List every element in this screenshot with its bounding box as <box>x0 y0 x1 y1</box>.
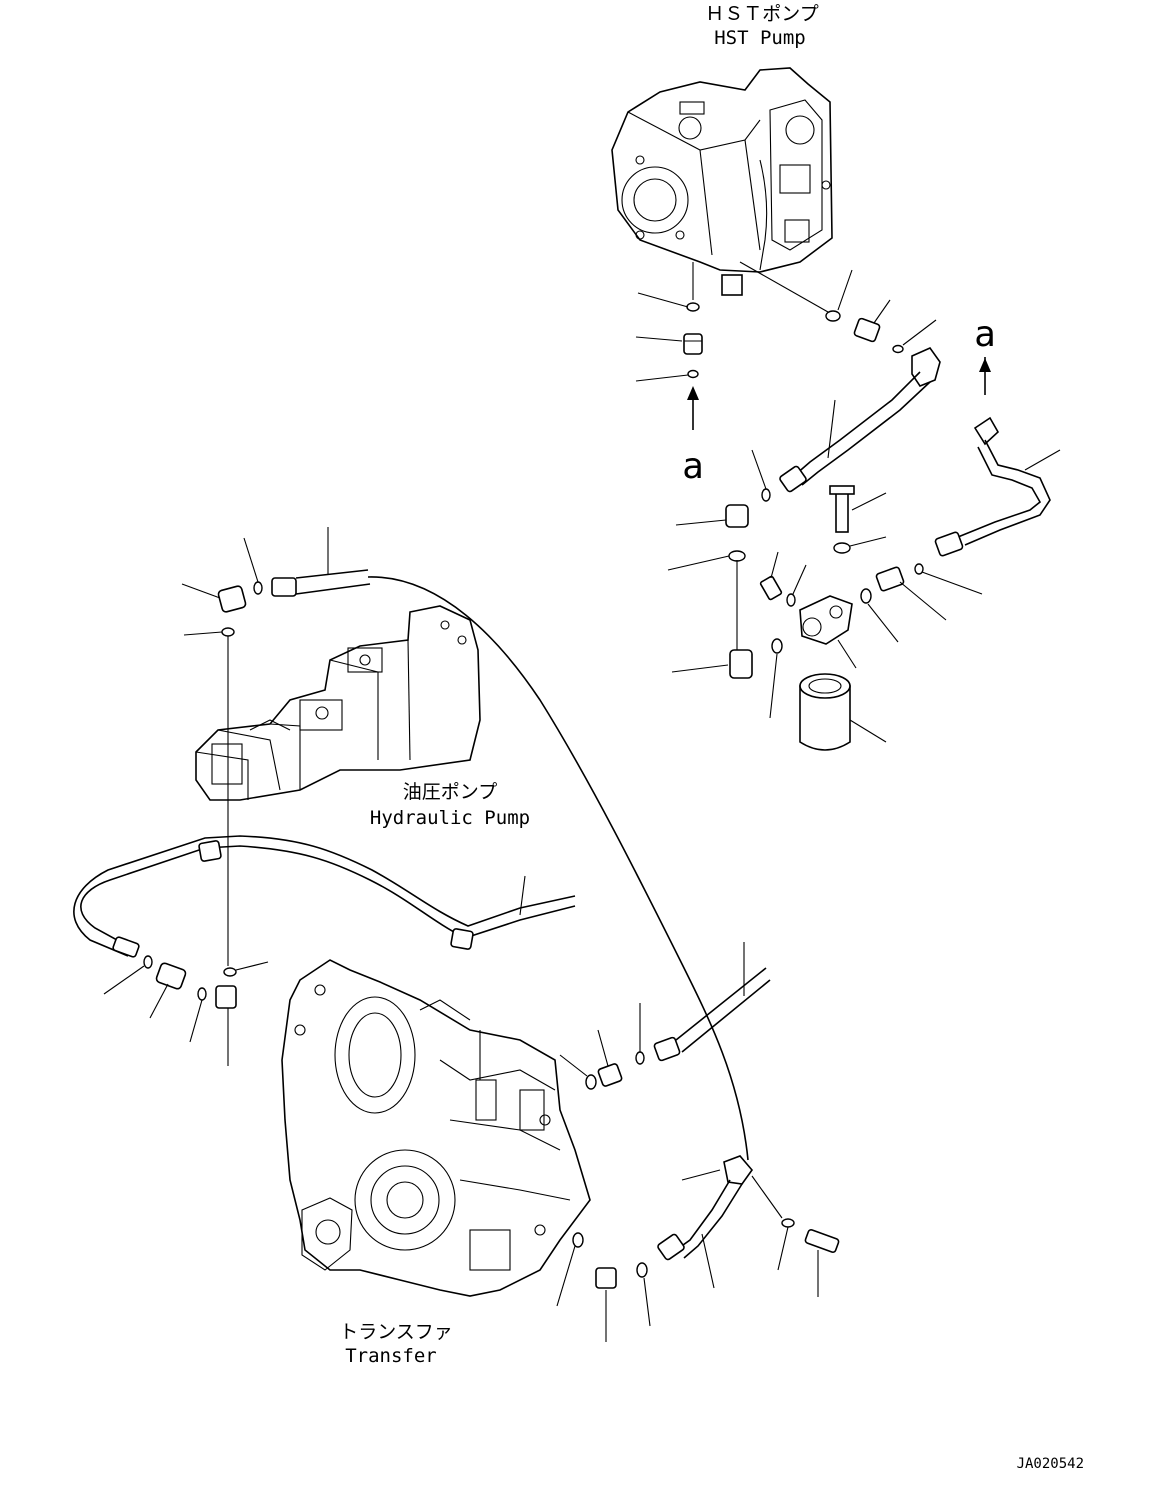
hydraulic-top-line <box>181 527 749 1161</box>
hydraulic-pump-label-jp: 油圧ポンプ <box>403 781 497 803</box>
transfer-fittings-lower <box>556 1155 840 1342</box>
transfer-fittings-upper <box>559 942 771 1090</box>
transfer-label-jp: トランスファ <box>339 1321 453 1343</box>
hst-pump-label-en: HST Pump <box>714 27 806 49</box>
hydraulic-lower-hose <box>73 835 576 1066</box>
reference-mark-right: a <box>974 314 996 355</box>
filter-cartridge <box>799 673 887 751</box>
reference-mark-left: a <box>682 446 704 487</box>
transfer <box>281 959 591 1297</box>
hydraulic-pump-label-en: Hydraulic Pump <box>370 807 530 829</box>
hydraulic-pump <box>195 605 481 801</box>
hst-fittings-right <box>739 261 941 502</box>
hst-pump <box>611 67 833 296</box>
transfer-label-en: Transfer <box>345 1345 437 1367</box>
filter-head <box>667 485 983 719</box>
hst-fittings-left <box>635 262 703 430</box>
hst-pump-label-jp: ＨＳＴポンプ <box>705 3 818 25</box>
drawing-number: JA020542 <box>1017 1456 1084 1472</box>
hose-to-a <box>934 357 1061 557</box>
